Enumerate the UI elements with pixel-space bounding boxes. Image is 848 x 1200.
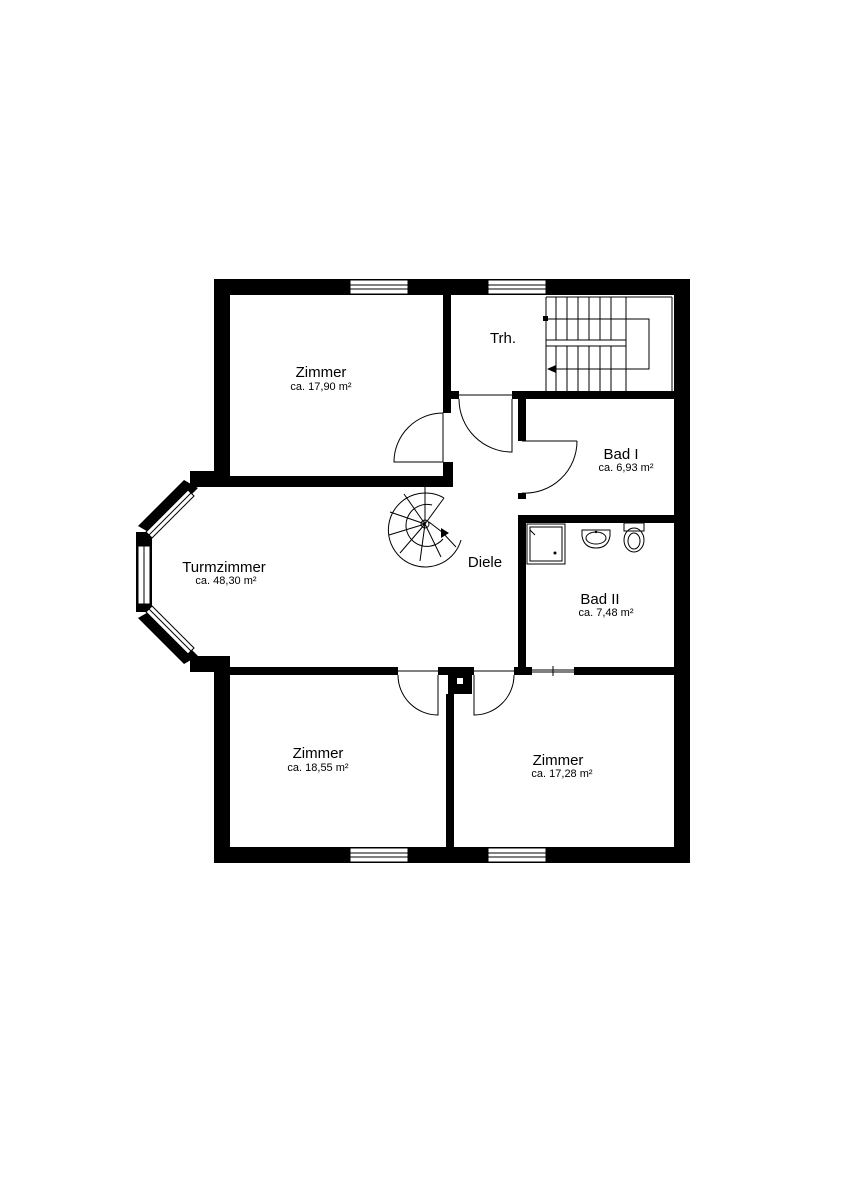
room-treppenhaus-name: Trh. xyxy=(490,330,516,347)
room-turmzimmer-name: Turmzimmer xyxy=(182,559,266,576)
room-bad-2-area: ca. 7,48 m² xyxy=(578,607,633,619)
window-treppenhaus xyxy=(487,279,547,295)
room-labels: Zimmer ca. 17,90 m² Trh. Bad I ca. 6,93 … xyxy=(182,330,654,780)
door-zimmer-sw xyxy=(397,670,439,716)
room-diele-name: Diele xyxy=(468,554,502,571)
room-bad-1-name: Bad I xyxy=(603,446,638,463)
bathroom-fixtures xyxy=(526,522,645,565)
room-bad-1-area: ca. 6,93 m² xyxy=(598,462,653,474)
room-zimmer-nw-name: Zimmer xyxy=(296,364,347,381)
staircase xyxy=(543,296,673,391)
window-zimmer-se xyxy=(487,847,547,863)
room-zimmer-se-area: ca. 17,28 m² xyxy=(531,768,592,780)
window-tower-middle xyxy=(137,545,151,605)
washbasin xyxy=(581,529,611,549)
shower-tray xyxy=(526,523,566,565)
room-zimmer-se-name: Zimmer xyxy=(533,752,584,769)
doors xyxy=(393,394,578,716)
room-zimmer-sw-area: ca. 18,55 m² xyxy=(287,762,348,774)
window-zimmer-sw xyxy=(349,847,409,863)
room-zimmer-nw-area: ca. 17,90 m² xyxy=(290,381,351,393)
door-bad-1 xyxy=(521,440,578,494)
window-tower-upper xyxy=(145,489,195,539)
room-turmzimmer-area: ca. 48,30 m² xyxy=(195,575,256,587)
window-zimmer-nw xyxy=(349,279,409,295)
spiral-staircase xyxy=(387,487,462,568)
windows xyxy=(137,279,547,863)
door-zimmer-se xyxy=(473,670,515,716)
door-treppenhaus xyxy=(458,394,513,453)
toilet xyxy=(623,522,645,553)
door-zimmer-nw xyxy=(393,412,444,463)
interior-walls xyxy=(230,295,674,847)
door-bad-2-sliding xyxy=(532,666,574,676)
room-bad-2-name: Bad II xyxy=(580,591,619,608)
window-tower-lower xyxy=(145,605,195,655)
room-zimmer-sw-name: Zimmer xyxy=(293,745,344,762)
